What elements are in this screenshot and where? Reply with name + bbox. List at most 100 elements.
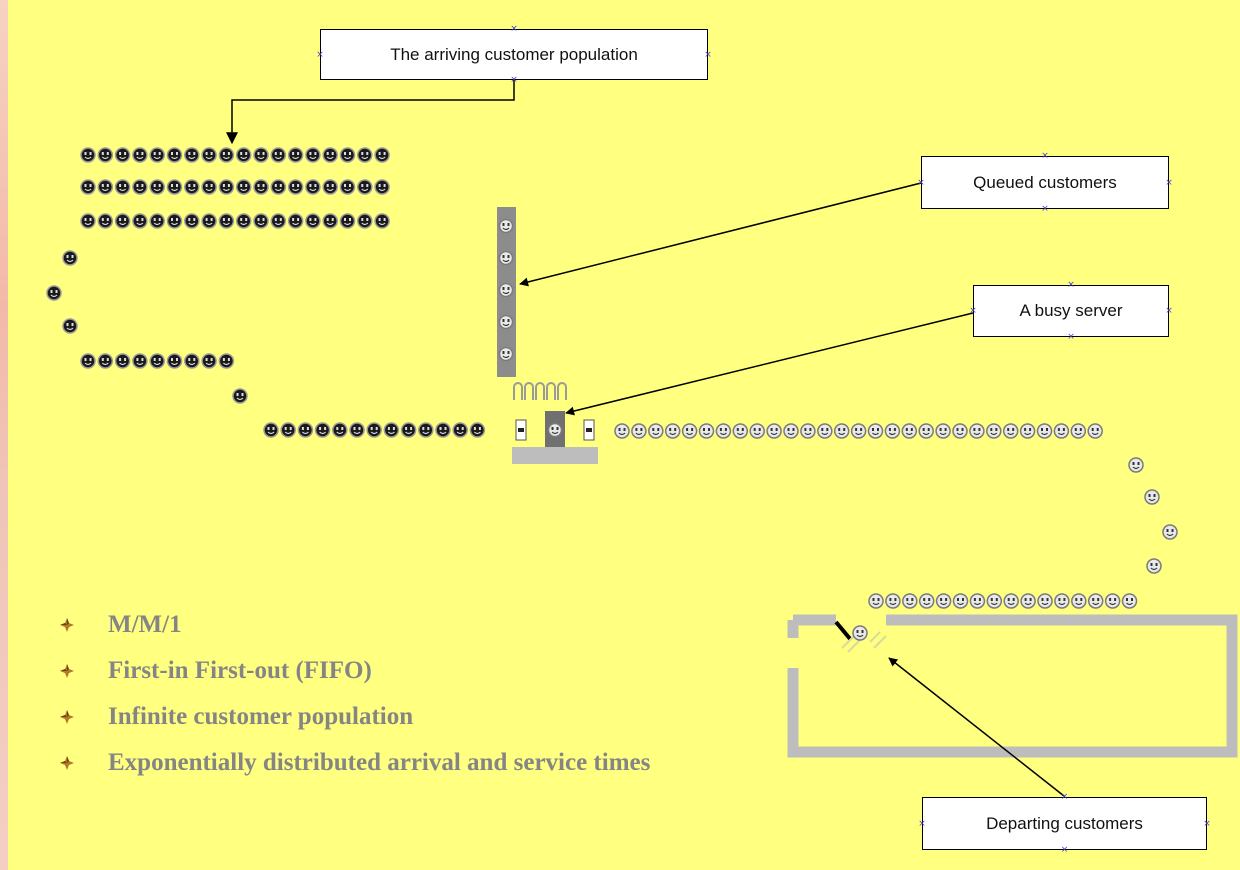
waiting-customer-icon (80, 179, 96, 195)
served-customer-icon (1087, 593, 1104, 609)
waiting-customer-icon (314, 422, 331, 438)
waiting-customer-icon (132, 353, 148, 369)
waiting-customer-icon (435, 422, 451, 438)
waiting-customer-icon (114, 179, 131, 195)
waiting-customer-icon (322, 147, 338, 163)
waiting-customer-icon (201, 213, 217, 229)
served-customer-icon (800, 423, 816, 439)
served-customer-icon (1020, 593, 1036, 609)
bullet-item: Exponentially distributed arrival and se… (60, 746, 668, 780)
waiting-customer-icon (166, 213, 183, 229)
selection-handle-icon[interactable]: × (510, 24, 518, 34)
waiting-customer-icon (332, 422, 348, 438)
waiting-customer-icon (80, 353, 96, 369)
selection-handle-icon[interactable]: × (918, 818, 926, 829)
served-customer-icon (1104, 593, 1121, 609)
bullet-text: Exponentially distributed arrival and se… (108, 749, 651, 776)
waiting-customer-icon (232, 388, 248, 404)
served-customer-icon (952, 593, 969, 609)
served-customer-icon (833, 423, 850, 439)
served-customer-icon (1128, 457, 1144, 473)
waiting-customer-icon (114, 213, 131, 229)
selection-handle-icon[interactable]: × (969, 306, 977, 316)
waiting-customer-icon (305, 179, 321, 195)
selection-handle-icon[interactable]: × (1203, 818, 1211, 829)
selection-handle-icon[interactable]: × (1165, 306, 1173, 316)
label-busy-server[interactable]: A busy server (973, 285, 1169, 337)
served-customer-icon (1054, 593, 1070, 609)
waiting-customer-icon (280, 422, 296, 438)
left-edge-decoration (0, 0, 10, 870)
waiting-customer-icon (97, 213, 114, 229)
served-customer-icon (901, 423, 918, 439)
selection-handle-icon[interactable]: × (510, 75, 518, 85)
waiting-customer-icon (287, 179, 304, 195)
waiting-customer-icon (297, 422, 314, 438)
waiting-customer-icon (287, 213, 304, 229)
served-customer-icon (884, 423, 901, 439)
waiting-customer-icon (235, 179, 252, 195)
four-point-star-icon (60, 664, 74, 678)
waiting-customer-icon (62, 318, 78, 334)
served-customer-icon (817, 423, 833, 439)
served-customer-icon (664, 423, 681, 439)
served-customer-icon (1036, 423, 1053, 439)
waiting-customer-icon (149, 147, 165, 163)
waiting-customer-icon (62, 250, 78, 266)
label-departing-customers[interactable]: Departing customers (922, 797, 1207, 850)
served-customer-icon (547, 422, 563, 438)
connector-server (565, 312, 974, 416)
served-customer-icon (631, 423, 647, 439)
waiting-customer-icon (357, 213, 373, 229)
waiting-customer-icon (46, 285, 62, 301)
selection-handle-icon[interactable]: × (1041, 151, 1049, 161)
selection-handle-icon[interactable]: × (1060, 792, 1069, 802)
selection-handle-icon[interactable]: × (1041, 204, 1049, 214)
served-customer-icon (732, 423, 749, 439)
waiting-customer-icon (218, 179, 235, 195)
waiting-customer-icon (201, 179, 217, 195)
waiting-customer-icon (218, 353, 235, 369)
selection-handle-icon[interactable]: × (917, 177, 925, 188)
waiting-customer-icon (218, 147, 235, 163)
served-customer-icon (902, 593, 918, 609)
waiting-customer-icon (400, 422, 417, 438)
served-customer-icon (614, 423, 630, 439)
selection-handle-icon[interactable]: × (1060, 845, 1069, 855)
connector-departing (888, 657, 1065, 797)
served-customer-icon (1037, 593, 1053, 609)
served-customer-icon (498, 250, 514, 266)
bullet-text: Infinite customer population (108, 703, 414, 730)
waiting-customer-icon (305, 213, 321, 229)
served-customer-icon (952, 423, 968, 439)
selection-handle-icon[interactable]: × (1067, 332, 1075, 342)
waiting-customer-icon (149, 179, 165, 195)
four-point-star-icon (60, 756, 74, 770)
bullet-text: First-in First-out (FIFO) (108, 657, 372, 684)
served-customer-icon (1146, 558, 1162, 574)
waiting-customer-icon (97, 353, 114, 369)
four-point-star-icon (60, 710, 74, 724)
door-leaf (834, 620, 853, 642)
selection-handle-icon[interactable]: × (316, 49, 324, 60)
label-arriving-population[interactable]: The arriving customer population (320, 29, 708, 80)
selection-handle-icon[interactable]: × (704, 49, 712, 60)
served-customer-icon (969, 593, 986, 609)
waiting-customer-icon (80, 213, 96, 229)
selection-handle-icon[interactable]: × (1067, 280, 1075, 290)
served-customer-icon (1087, 423, 1103, 439)
waiting-customer-icon (270, 213, 287, 229)
waiting-customer-icon (305, 147, 321, 163)
label-queued-customers[interactable]: Queued customers (921, 156, 1169, 209)
waiting-customer-icon (184, 147, 200, 163)
connector-queued (519, 182, 922, 287)
served-customer-icon (1121, 593, 1138, 609)
selection-handle-icon[interactable]: × (1165, 177, 1173, 188)
bullet-list: M/M/1 First-in First-out (FIFO) Infinite… (60, 608, 700, 792)
served-customer-icon (698, 423, 715, 439)
waiting-customer-icon (418, 422, 434, 438)
served-customer-icon (986, 423, 1002, 439)
served-customer-icon (850, 423, 867, 439)
